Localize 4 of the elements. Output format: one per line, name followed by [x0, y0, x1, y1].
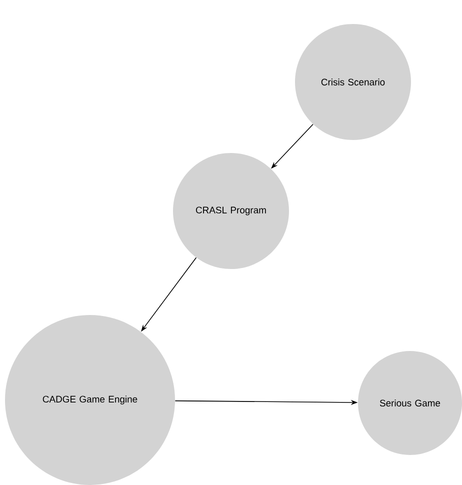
- circle-node: CRASL Program: [173, 153, 289, 269]
- circle-node: CADGE Game Engine: [5, 315, 175, 485]
- circle-node: Crisis Scenario: [295, 24, 411, 140]
- circle-node: Serious Game: [358, 351, 462, 455]
